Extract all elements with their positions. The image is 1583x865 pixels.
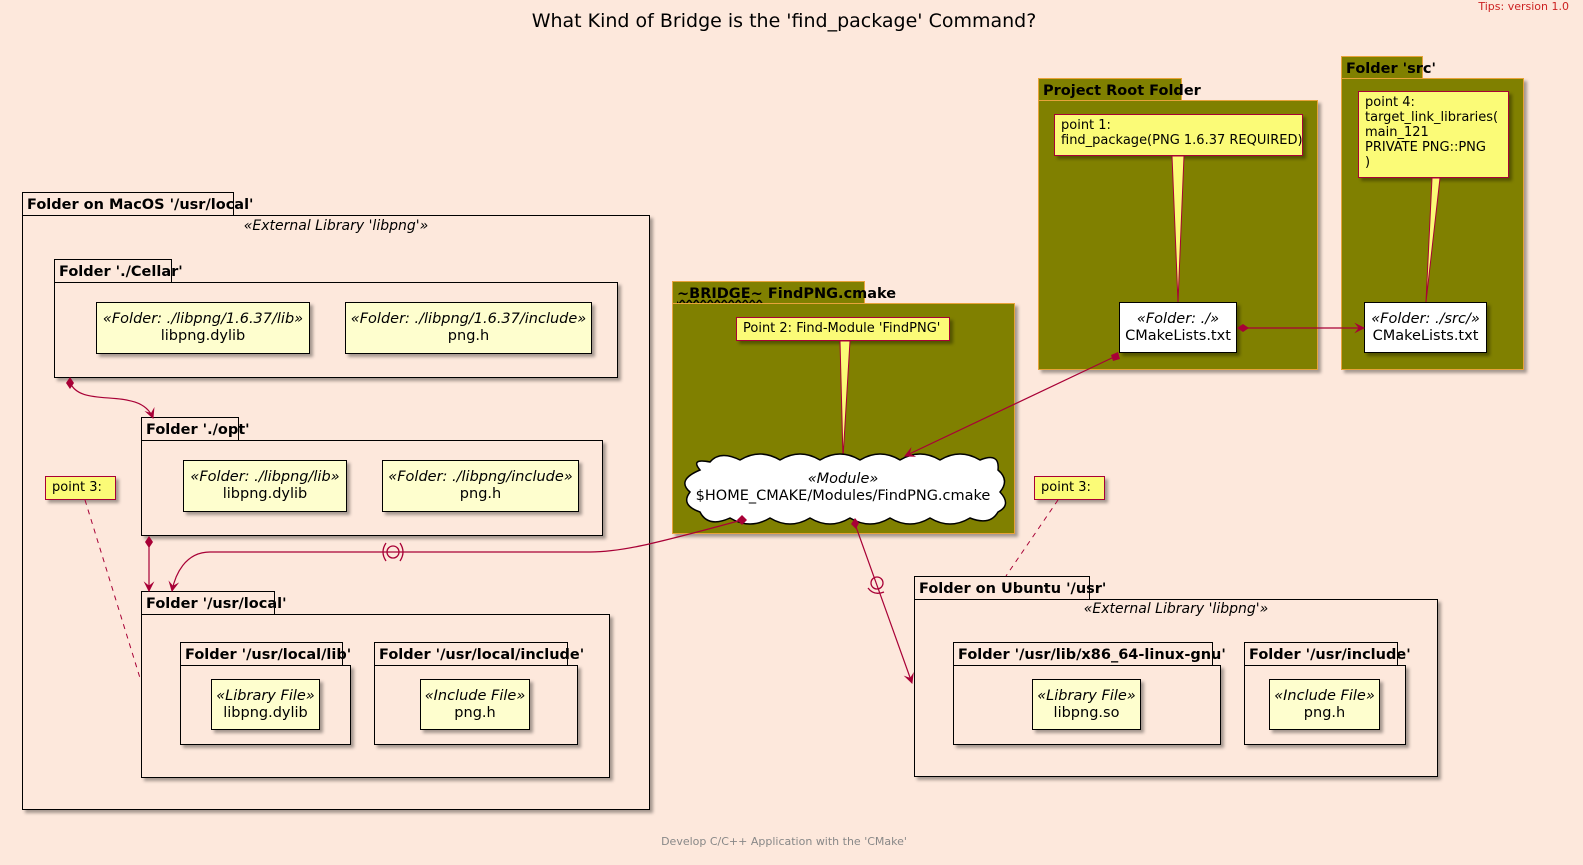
- cellar-to-opt-arrow: [69, 381, 155, 420]
- tips-version: Tips: version 1.0: [1478, 0, 1569, 13]
- ubuntu-include-tab: Folder '/usr/include': [1244, 642, 1411, 666]
- usrlocal-lib-name: libpng.dylib: [223, 704, 308, 721]
- opt-lib-component[interactable]: «Folder: ./libpng/lib» libpng.dylib: [183, 460, 347, 512]
- bridge-package-tab: ~BRIDGE~ FindPNG.cmake: [672, 281, 896, 305]
- point3-left-link: [84, 499, 141, 679]
- module-to-usrlocal-arrow: [168, 519, 743, 593]
- module-diamond-right: [851, 518, 859, 529]
- ubuntu-interface-socket: [867, 587, 885, 594]
- bridge-tab-suffix: FindPNG.cmake: [762, 286, 897, 302]
- opt-include-stereotype: «Folder: ./libpng/include»: [388, 469, 573, 485]
- module-to-ubuntu-arrow: [854, 523, 914, 685]
- diagram-title: What Kind of Bridge is the 'find_package…: [531, 10, 1037, 32]
- usrlocal-lib-component[interactable]: «Library File» libpng.dylib: [211, 679, 320, 730]
- cellar-lib-stereotype: «Folder: ./libpng/1.6.37/lib»: [102, 311, 304, 327]
- findpng-module-text: «Module» $HOME_CMAKE/Modules/FindPNG.cma…: [690, 471, 996, 505]
- usrlocal-include-tab: Folder '/usr/local/include': [374, 642, 584, 666]
- cellar-lib-component[interactable]: «Folder: ./libpng/1.6.37/lib» libpng.dyl…: [96, 302, 310, 354]
- ubuntu-include-component[interactable]: «Include File» png.h: [1269, 679, 1380, 730]
- point1-note-tail: [1171, 155, 1185, 303]
- root-package-tab: Project Root Folder: [1038, 78, 1201, 102]
- root-cmakelists-stereotype: «Folder: ./»: [1136, 310, 1220, 327]
- cellar-include-component[interactable]: «Folder: ./libpng/1.6.37/include» png.h: [345, 302, 592, 354]
- point3-right-note: point 3:: [1034, 476, 1105, 500]
- findpng-module-name: $HOME_CMAKE/Modules/FindPNG.cmake: [695, 488, 991, 504]
- src-cmakelists-component[interactable]: «Folder: ./src/» CMakeLists.txt: [1364, 302, 1487, 353]
- point2-note: Point 2: Find-Module 'FindPNG': [736, 317, 950, 341]
- module-diamond-left: [737, 515, 747, 525]
- usrlocal-include-stereotype: «Include File»: [424, 687, 526, 704]
- bridge-tab-prefix: ~BRIDGE~: [677, 286, 763, 302]
- ubuntu-lib-tab: Folder '/usr/lib/x86_64-linux-gnu': [953, 642, 1226, 666]
- opt-package-tab: Folder './opt': [141, 417, 250, 441]
- opt-lib-name: libpng.dylib: [222, 486, 308, 502]
- footer-caption: Develop C/C++ Application with the 'CMak…: [661, 835, 907, 848]
- usrlocal-include-component[interactable]: «Include File» png.h: [420, 679, 530, 730]
- point4-note-tail: [1425, 177, 1441, 303]
- root-cmakelists-component[interactable]: «Folder: ./» CMakeLists.txt: [1119, 302, 1237, 353]
- opt-include-component[interactable]: «Folder: ./libpng/include» png.h: [382, 460, 579, 512]
- point2-note-tail: [839, 340, 851, 459]
- findpng-module-stereotype: «Module»: [807, 471, 879, 487]
- root-diamond-down: [1111, 352, 1120, 361]
- cellar-include-name: png.h: [447, 328, 490, 344]
- ubuntu-lib-stereotype: «Library File»: [1037, 687, 1136, 704]
- point4-note: point 4: target_link_libraries( main_121…: [1358, 91, 1509, 178]
- usrlocal-package-tab: Folder '/usr/local': [141, 591, 287, 615]
- opt-include-name: png.h: [459, 486, 502, 502]
- opt-diamond: [145, 536, 153, 548]
- usrlocal-interface-circle: [386, 545, 400, 559]
- point1-note: point 1: find_package(PNG 1.6.37 REQUIRE…: [1054, 114, 1303, 156]
- src-package-tab: Folder 'src': [1341, 56, 1436, 80]
- usrlocal-include-name: png.h: [454, 704, 496, 721]
- ubuntu-include-stereotype: «Include File»: [1274, 687, 1375, 704]
- root-to-module-arrow: [904, 356, 1115, 457]
- usrlocal-lib-stereotype: «Library File»: [216, 687, 315, 704]
- macos-stereotype: «External Library 'libpng'»: [243, 218, 429, 234]
- findpng-module-cloud[interactable]: [684, 453, 1007, 525]
- macos-package-tab: Folder on MacOS '/usr/local': [22, 192, 253, 216]
- cellar-include-stereotype: «Folder: ./libpng/1.6.37/include»: [350, 311, 587, 327]
- opt-lib-stereotype: «Folder: ./libpng/lib»: [190, 469, 340, 485]
- cellar-diamond: [66, 377, 74, 389]
- ubuntu-lib-name: libpng.so: [1053, 704, 1120, 721]
- cellar-lib-name: libpng.dylib: [160, 328, 246, 344]
- ubuntu-include-name: png.h: [1303, 704, 1346, 721]
- ubuntu-stereotype: «External Library 'libpng'»: [1083, 601, 1269, 617]
- src-cmakelists-stereotype: «Folder: ./src/»: [1371, 310, 1480, 327]
- point3-right-link: [1005, 499, 1059, 577]
- ubuntu-lib-package: [953, 665, 1221, 745]
- ubuntu-lib-component[interactable]: «Library File» libpng.so: [1032, 679, 1141, 730]
- point3-left-note: point 3:: [45, 476, 116, 500]
- usrlocal-interface-socket: [382, 542, 404, 562]
- root-cmakelists-name: CMakeLists.txt: [1125, 327, 1231, 344]
- usrlocal-lib-tab: Folder '/usr/local/lib': [180, 642, 351, 666]
- ubuntu-package-tab: Folder on Ubuntu '/usr': [914, 576, 1106, 600]
- ubuntu-interface-circle: [870, 576, 884, 590]
- cellar-package-tab: Folder './Cellar': [54, 259, 183, 283]
- root-diamond-right: [1237, 324, 1249, 332]
- src-cmakelists-name: CMakeLists.txt: [1372, 327, 1479, 344]
